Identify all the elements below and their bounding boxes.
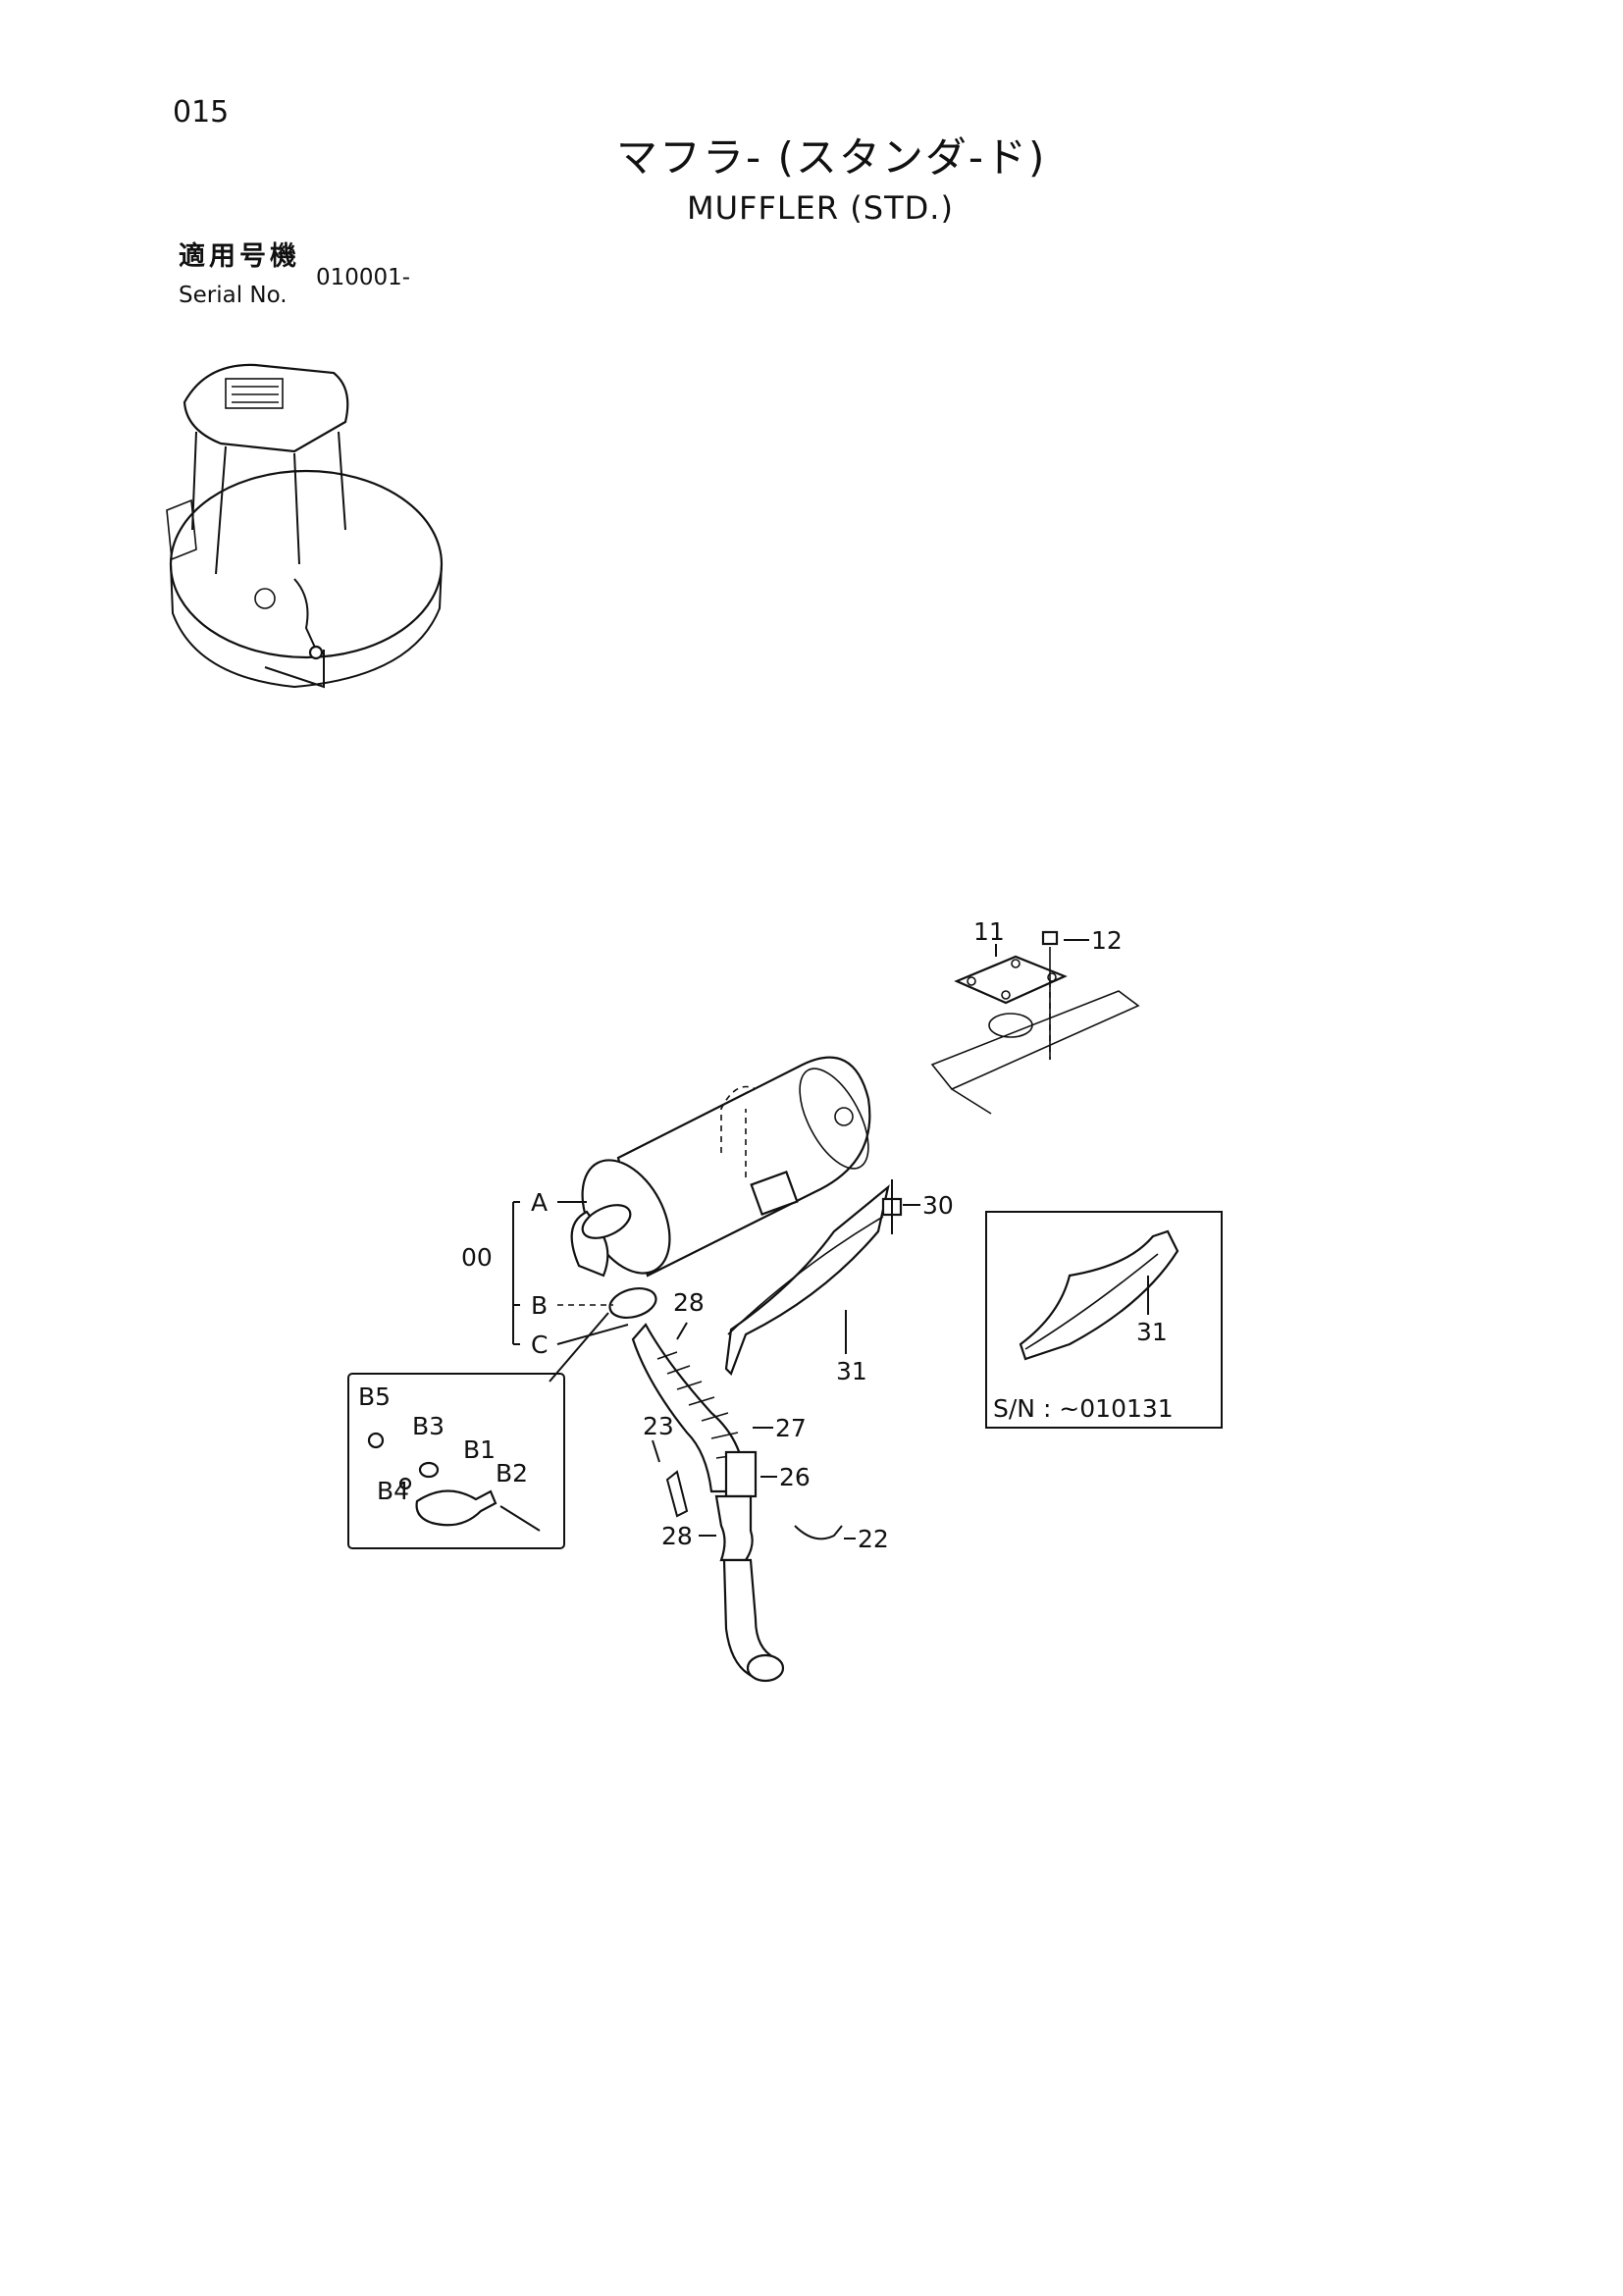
callout-12: 12 (1091, 926, 1123, 955)
callout-b4: B4 (377, 1477, 409, 1505)
machine-overview-illustration (166, 363, 444, 689)
callout-31-inset: 31 (1136, 1318, 1168, 1346)
callout-22: 22 (858, 1525, 889, 1553)
muffler-body (570, 1056, 871, 1278)
mounting-plate-assembly (930, 930, 1140, 1115)
callout-a: A (531, 1188, 548, 1217)
callout-b: B (531, 1291, 548, 1320)
leader-lines (652, 939, 1149, 1539)
inset-serial-note: S/N : ~010131 (993, 1394, 1174, 1423)
exhaust-hose-pipe (608, 1287, 843, 1683)
callout-c: C (531, 1331, 548, 1359)
heat-shield-main (724, 1179, 903, 1376)
page-number: 015 (173, 95, 230, 130)
callout-b3: B3 (412, 1412, 445, 1440)
callout-00: 00 (461, 1243, 493, 1272)
page-title-japanese: マフラ- (スタンダ-ド) (616, 133, 1047, 182)
alternate-heat-shield-inset (985, 1211, 1223, 1429)
callout-b5: B5 (358, 1383, 391, 1411)
serial-label-english: Serial No. (179, 283, 288, 308)
callout-26: 26 (779, 1463, 811, 1491)
callout-31: 31 (836, 1357, 867, 1385)
callout-28-lower: 28 (661, 1522, 693, 1550)
serial-number-value: 010001- (316, 265, 411, 290)
page-title-english: MUFFLER (STD.) (687, 189, 954, 227)
callout-27: 27 (775, 1414, 807, 1442)
assembly-bracket (512, 1201, 629, 1345)
callout-30: 30 (922, 1191, 954, 1220)
callout-b1: B1 (463, 1435, 496, 1464)
clamp-detail-inset (347, 1312, 609, 1549)
callout-11: 11 (973, 917, 1005, 946)
serial-label-japanese: 適用号機 (179, 241, 300, 272)
callout-28-upper: 28 (673, 1288, 705, 1317)
callout-b2: B2 (496, 1459, 528, 1487)
callout-23: 23 (643, 1412, 674, 1440)
